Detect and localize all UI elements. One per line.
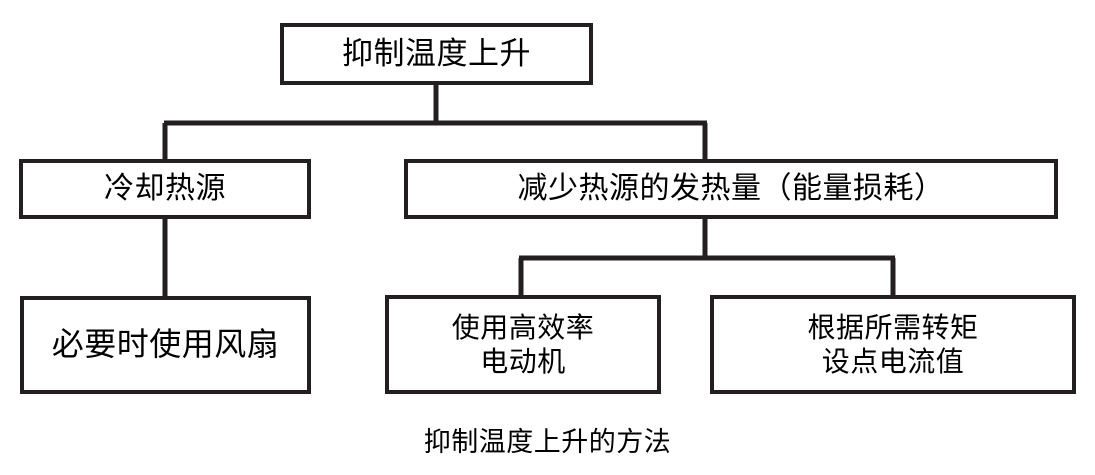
node-reduce-heat-label: 减少热源的发热量（能量损耗） <box>517 171 945 207</box>
node-current-setpoint-label: 根据所需转矩 设点电流值 <box>807 311 979 378</box>
figure-caption: 抑制温度上升的方法 <box>423 427 672 458</box>
node-use-fan[interactable]: 必要时使用风扇 <box>20 296 311 394</box>
node-fan-label: 必要时使用风扇 <box>51 325 280 364</box>
node-cooling-heat-source[interactable]: 冷却热源 <box>19 159 311 219</box>
node-high-efficiency-motor[interactable]: 使用高效率 电动机 <box>385 295 661 394</box>
node-root-label: 抑制温度上升 <box>342 35 531 72</box>
node-reduce-heat-generation[interactable]: 减少热源的发热量（能量损耗） <box>404 159 1058 219</box>
node-torque-current-setpoint[interactable]: 根据所需转矩 设点电流值 <box>710 295 1076 394</box>
node-cooling-label: 冷却热源 <box>104 171 226 207</box>
node-efficient-motor-label: 使用高效率 电动机 <box>451 311 595 378</box>
node-root[interactable]: 抑制温度上升 <box>280 23 593 85</box>
